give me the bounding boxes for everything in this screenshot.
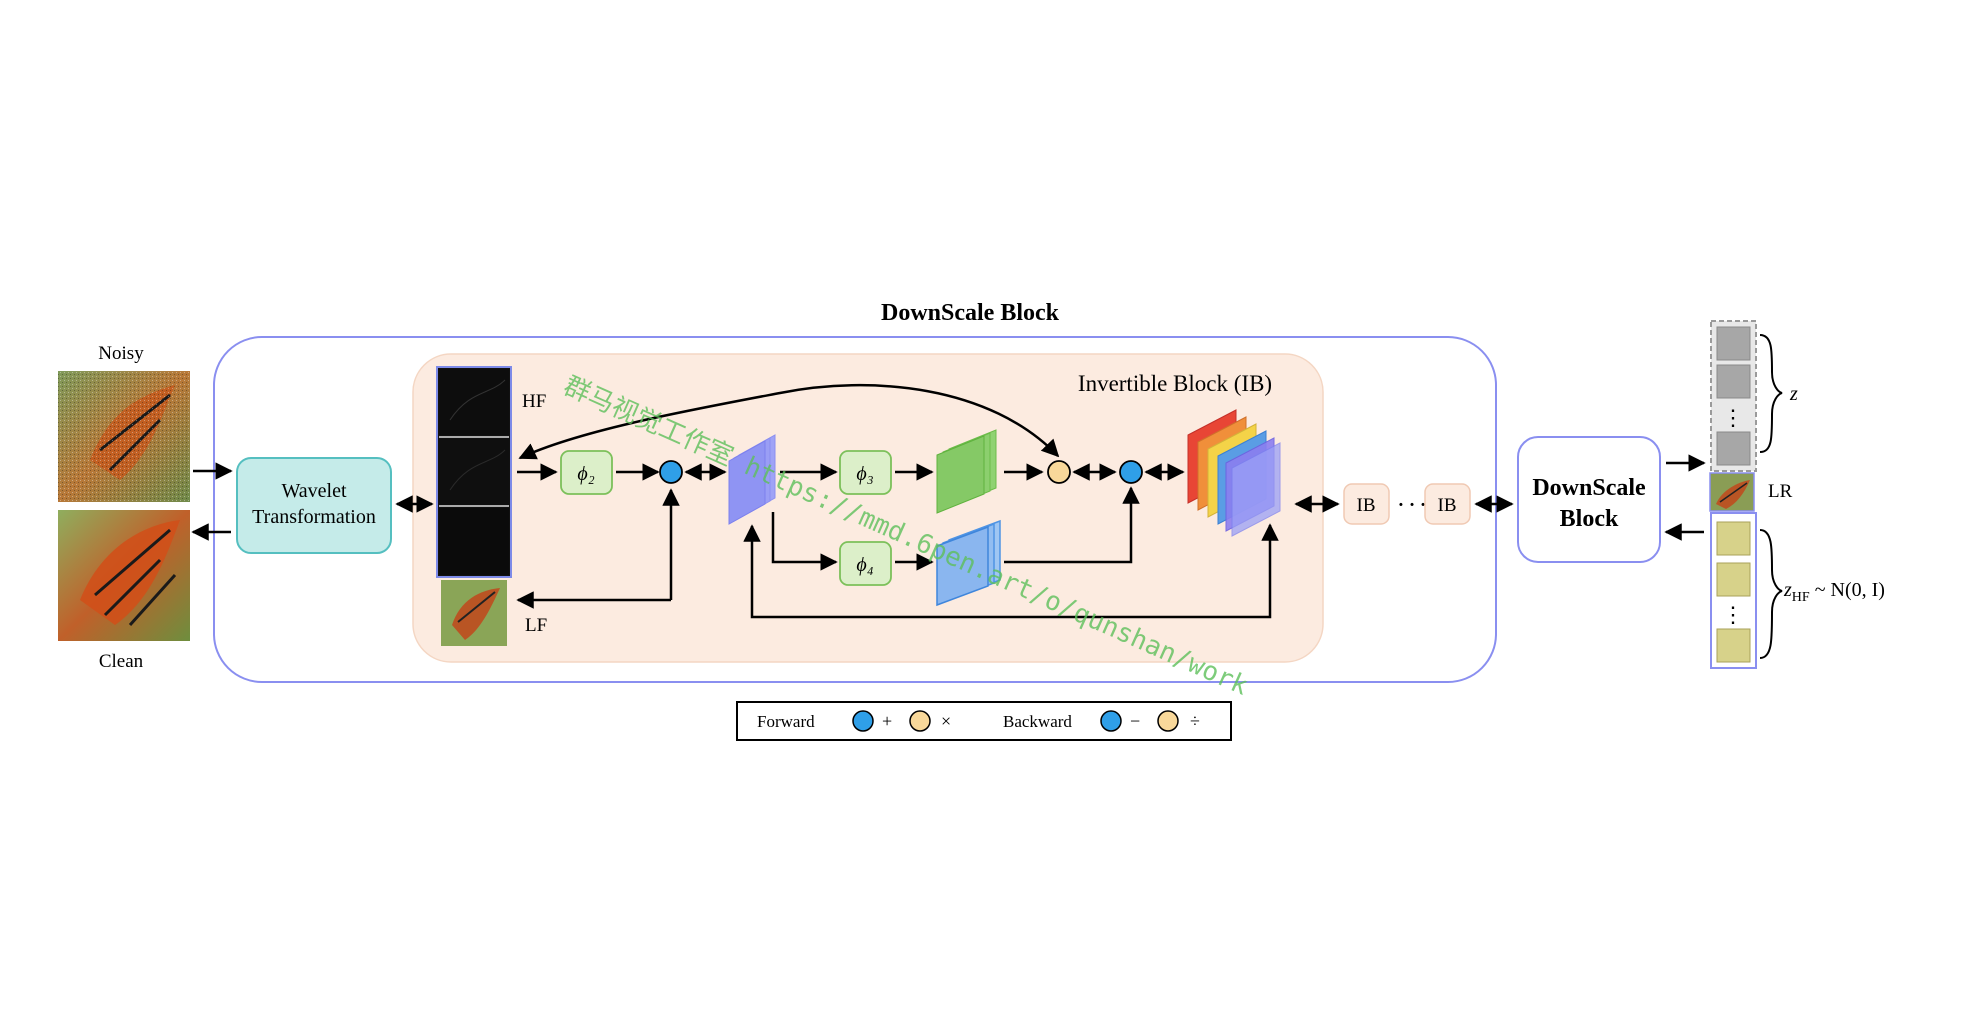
zhf-cell-3	[1716, 628, 1751, 663]
downscale-label-line2: Block	[1560, 506, 1619, 532]
lr-image	[1709, 472, 1755, 512]
curve-arrow-to-hf	[518, 383, 1060, 460]
z-cell-3	[1716, 431, 1751, 466]
arrow-blue-to-node2	[1004, 486, 1140, 564]
phi2-box	[560, 450, 613, 495]
phi3-label: ϕ₃	[856, 463, 873, 485]
zhf-cell-2	[1716, 562, 1751, 597]
feature-stack-purple	[728, 434, 776, 525]
zhf-distribution: ~ N(0, I)	[1810, 579, 1885, 601]
legend-forward-blue-node	[852, 710, 874, 732]
hf-subbands	[436, 366, 512, 578]
z-cell-1	[1716, 326, 1751, 361]
output-feature-stack	[1187, 409, 1281, 537]
clean-image	[58, 510, 190, 641]
wavelet-transformation-box	[236, 457, 392, 554]
yellow-node-multiply	[1047, 460, 1071, 484]
legend-backward-yellow-node	[1157, 710, 1179, 732]
ib-box-2	[1424, 483, 1471, 525]
z-cell-2	[1716, 364, 1751, 399]
outer-title: DownScale Block	[881, 300, 1060, 326]
z-vdots: ⋮	[1722, 405, 1744, 430]
feature-stack-green	[936, 429, 997, 514]
legend-forward-yellow-node	[909, 710, 931, 732]
zhf-prefix: z	[1783, 579, 1792, 601]
legend-minus: −	[1130, 711, 1140, 731]
clean-label: Clean	[99, 651, 144, 672]
downscale-label-line1: DownScale	[1532, 475, 1646, 501]
z-label: z	[1789, 383, 1798, 405]
zhf-brace	[1759, 529, 1783, 659]
blue-node-add-2	[1119, 460, 1143, 484]
blue-node-add-1	[659, 460, 683, 484]
z-brace	[1759, 334, 1783, 453]
legend-forward: Forward	[757, 712, 815, 731]
noisy-image	[58, 371, 190, 502]
phi4-box	[839, 541, 892, 586]
inner-title: Invertible Block (IB)	[1078, 371, 1272, 396]
legend-times: ×	[941, 711, 951, 731]
zhf-subscript: HF	[1792, 590, 1810, 605]
phi3-box	[839, 450, 892, 495]
wavelet-label-line1: Wavelet	[281, 480, 346, 502]
wavelet-label-line2: Transformation	[252, 506, 376, 528]
legend-box	[736, 701, 1232, 741]
lf-label: LF	[525, 615, 547, 636]
ib-dots: · · ·	[1398, 495, 1427, 516]
zhf-vdots: ⋮	[1722, 602, 1744, 627]
ib-box-1	[1343, 483, 1390, 525]
ib-label-1: IB	[1357, 495, 1376, 516]
loop-back-arrows	[743, 523, 1279, 619]
legend-backward-blue-node	[1100, 710, 1122, 732]
noisy-label: Noisy	[98, 343, 144, 364]
zhf-label: zHF ~ N(0, I)	[1783, 579, 1885, 605]
legend-backward: Backward	[1003, 712, 1072, 731]
ib-label-2: IB	[1438, 495, 1457, 516]
legend-plus: +	[882, 711, 892, 731]
lf-image	[441, 580, 507, 646]
phi4-label: ϕ₄	[856, 554, 873, 576]
downscale-block-box	[1517, 436, 1661, 563]
legend-divide: ÷	[1190, 711, 1200, 731]
hf-label: HF	[522, 391, 546, 412]
lr-label: LR	[1768, 481, 1793, 502]
zhf-cell-1	[1716, 521, 1751, 556]
phi2-label: ϕ₂	[577, 463, 594, 485]
